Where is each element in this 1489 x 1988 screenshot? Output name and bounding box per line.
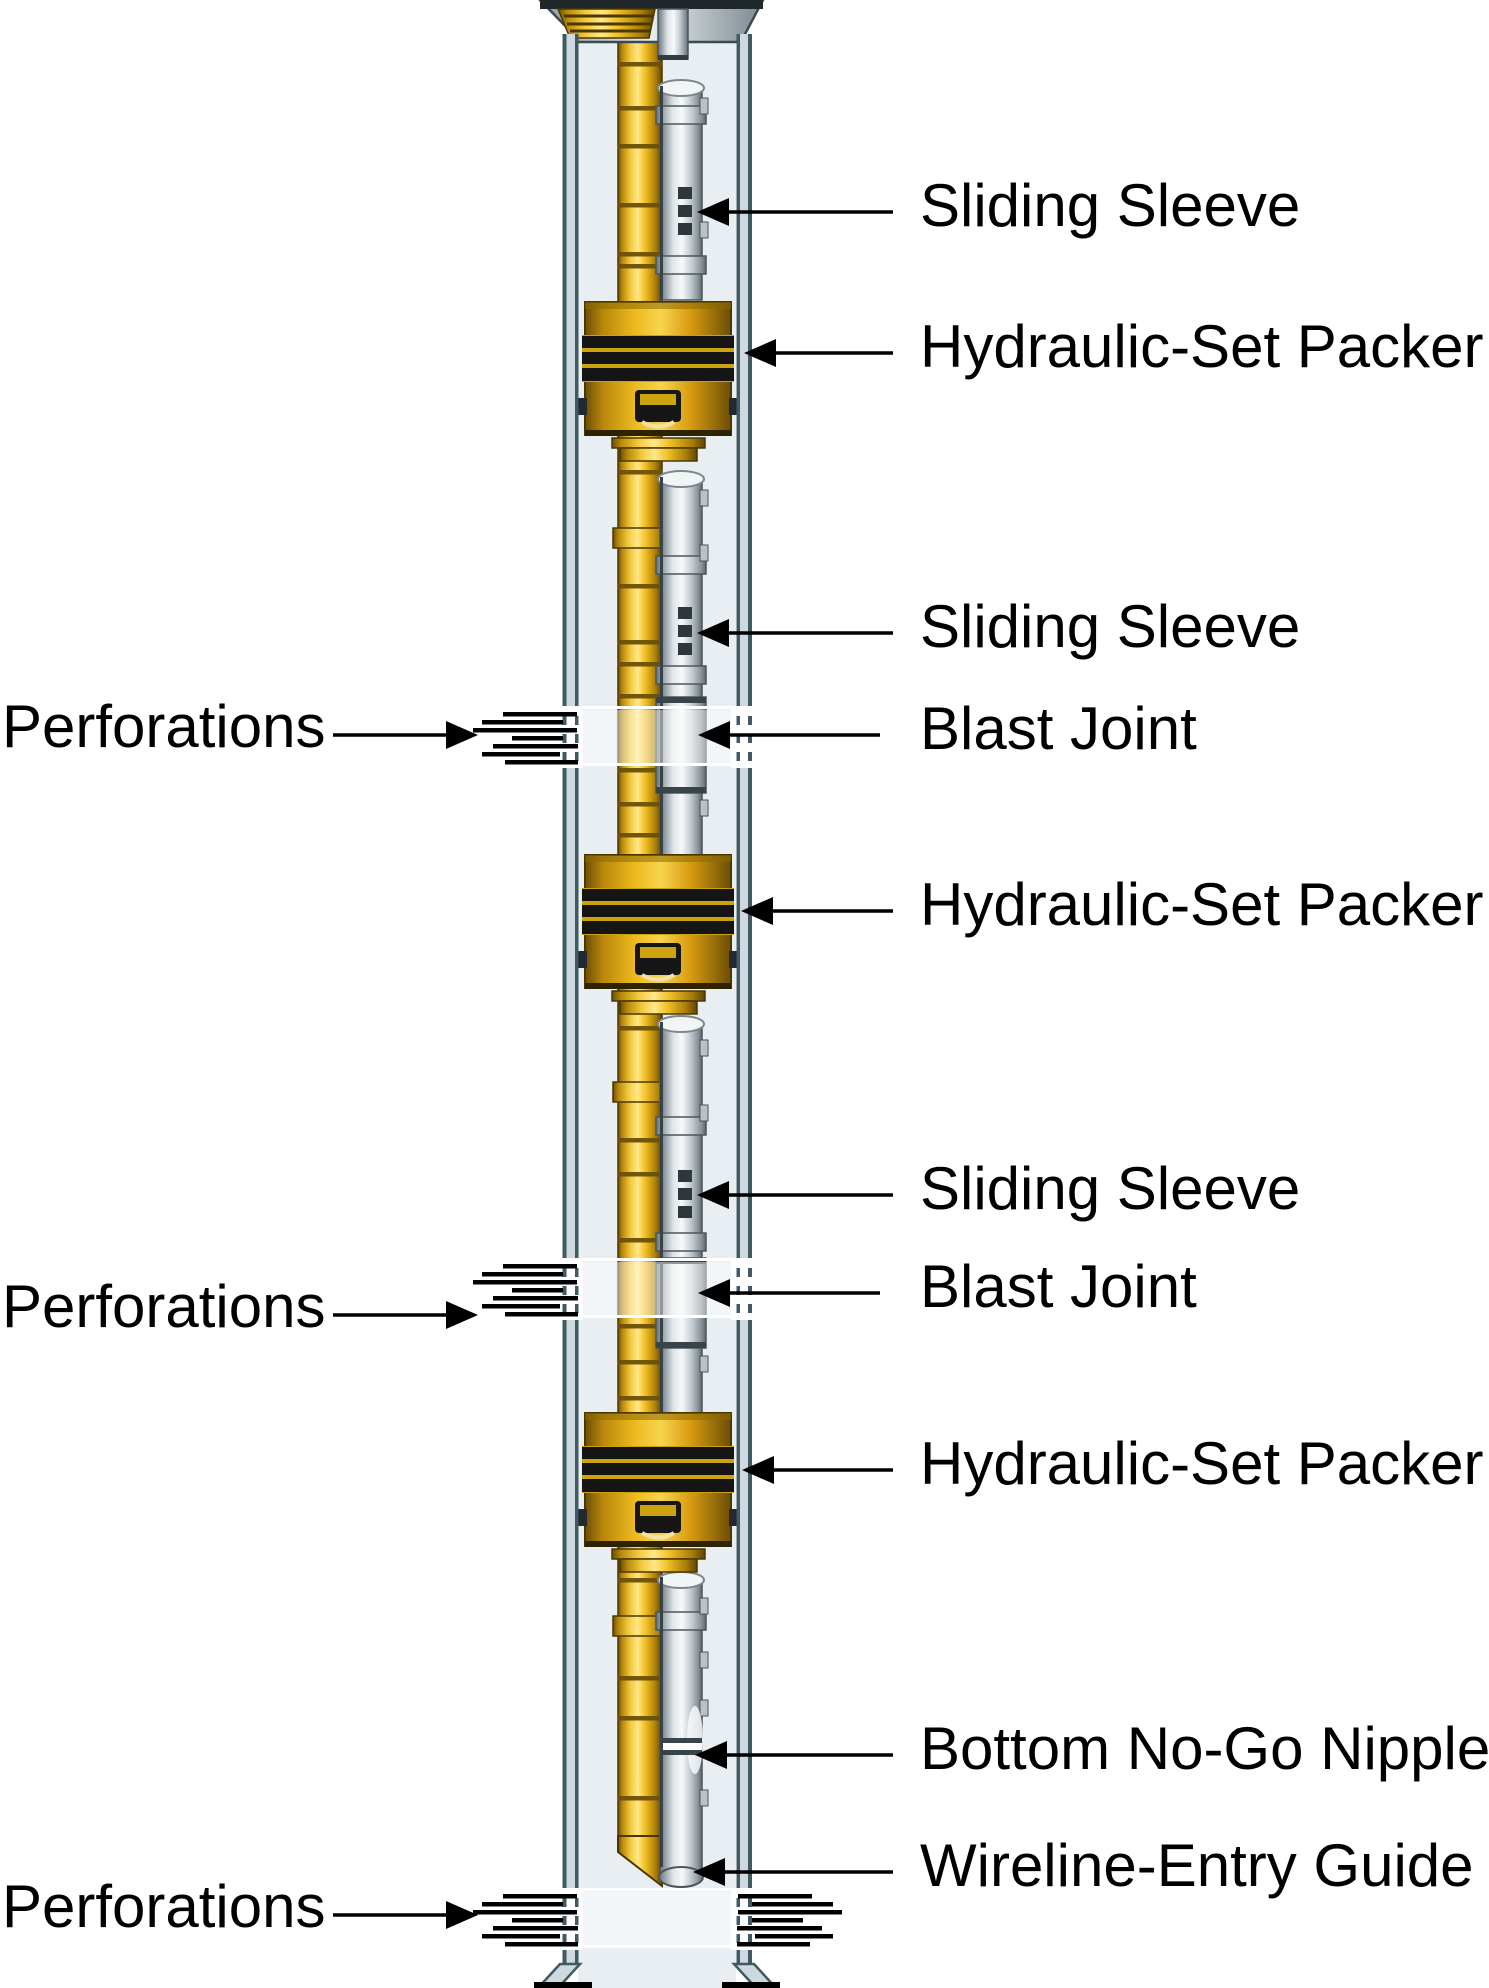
- arrowhead-left-icon: [741, 897, 773, 925]
- arrowhead-right-icon: [446, 721, 478, 749]
- sliding-sleeve-section-2: [655, 470, 709, 856]
- callout-perforations-3: Perforations: [2, 1873, 478, 1940]
- arrowhead-left-icon: [697, 1181, 729, 1209]
- label-sliding-sleeve-2: Sliding Sleeve: [920, 593, 1300, 660]
- callout-hydraulic-set-packer-1: Hydraulic-Set Packer: [744, 313, 1484, 380]
- arrowhead-left-icon: [744, 339, 776, 367]
- arrowhead-left-icon: [698, 1279, 730, 1307]
- label-sliding-sleeve-1: Sliding Sleeve: [920, 172, 1300, 239]
- callout-bottom-no-go-nipple: Bottom No-Go Nipple: [695, 1715, 1489, 1782]
- callout-sliding-sleeve-2: Sliding Sleeve: [697, 593, 1300, 660]
- arrowhead-right-icon: [446, 1901, 478, 1929]
- sleeve-ports-1: [678, 187, 692, 235]
- callout-hydraulic-set-packer-3: Hydraulic-Set Packer: [742, 1430, 1484, 1497]
- arrowhead-left-icon: [742, 1456, 774, 1484]
- label-sliding-sleeve-3: Sliding Sleeve: [920, 1155, 1300, 1222]
- label-perforations-1: Perforations: [2, 693, 326, 760]
- sliding-sleeve-section-1: [655, 79, 709, 301]
- wireline-entry-guide-tip: [658, 1866, 704, 1888]
- tubing-bevel-tip: [617, 1835, 663, 1889]
- callout-wireline-entry-guide: Wireline-Entry Guide: [693, 1832, 1474, 1899]
- sleeve-ports-2: [678, 607, 692, 655]
- callout-blast-joint-1: Blast Joint: [698, 695, 1197, 762]
- label-hydraulic-set-packer-1: Hydraulic-Set Packer: [920, 313, 1484, 380]
- tubing-collars: [612, 527, 668, 1637]
- arrowhead-left-icon: [698, 721, 730, 749]
- sleeve-ports-3: [678, 1170, 692, 1218]
- arrowhead-left-icon: [697, 619, 729, 647]
- arrowhead-left-icon: [695, 1741, 727, 1769]
- callout-blast-joint-2: Blast Joint: [698, 1253, 1197, 1320]
- label-hydraulic-set-packer-2: Hydraulic-Set Packer: [920, 871, 1484, 938]
- label-perforations-2: Perforations: [2, 1273, 326, 1340]
- casing-walls: [562, 34, 752, 1964]
- label-blast-joint-2: Blast Joint: [920, 1253, 1197, 1320]
- callout-sliding-sleeve-3: Sliding Sleeve: [697, 1155, 1300, 1222]
- sliding-sleeve-section-3: [655, 1015, 709, 1414]
- tubing-couplings: [618, 62, 662, 1801]
- perforation-zone-3-wall: [557, 1888, 757, 1950]
- callout-hydraulic-set-packer-2: Hydraulic-Set Packer: [741, 871, 1484, 938]
- arrowhead-right-icon: [446, 1301, 478, 1329]
- right-labels: Sliding Sleeve Hydraulic-Set Packer Slid…: [693, 172, 1489, 1899]
- callout-perforations-2: Perforations: [2, 1273, 478, 1340]
- label-hydraulic-set-packer-3: Hydraulic-Set Packer: [920, 1430, 1484, 1497]
- casing-bottom-flare: [534, 1962, 780, 1988]
- label-perforations-3: Perforations: [2, 1873, 326, 1940]
- bottom-no-go-nipple-body: [660, 1706, 703, 1774]
- left-labels: Perforations Perforations Perforations: [2, 693, 478, 1940]
- arrowhead-left-icon: [697, 198, 729, 226]
- label-blast-joint-1: Blast Joint: [920, 695, 1197, 762]
- callout-sliding-sleeve-1: Sliding Sleeve: [697, 172, 1300, 239]
- label-wireline-entry-guide: Wireline-Entry Guide: [920, 1832, 1474, 1899]
- label-bottom-no-go-nipple: Bottom No-Go Nipple: [920, 1715, 1489, 1782]
- callout-perforations-1: Perforations: [2, 693, 478, 760]
- tailpipe-section: [655, 1571, 709, 1888]
- arrowhead-left-icon: [693, 1858, 725, 1886]
